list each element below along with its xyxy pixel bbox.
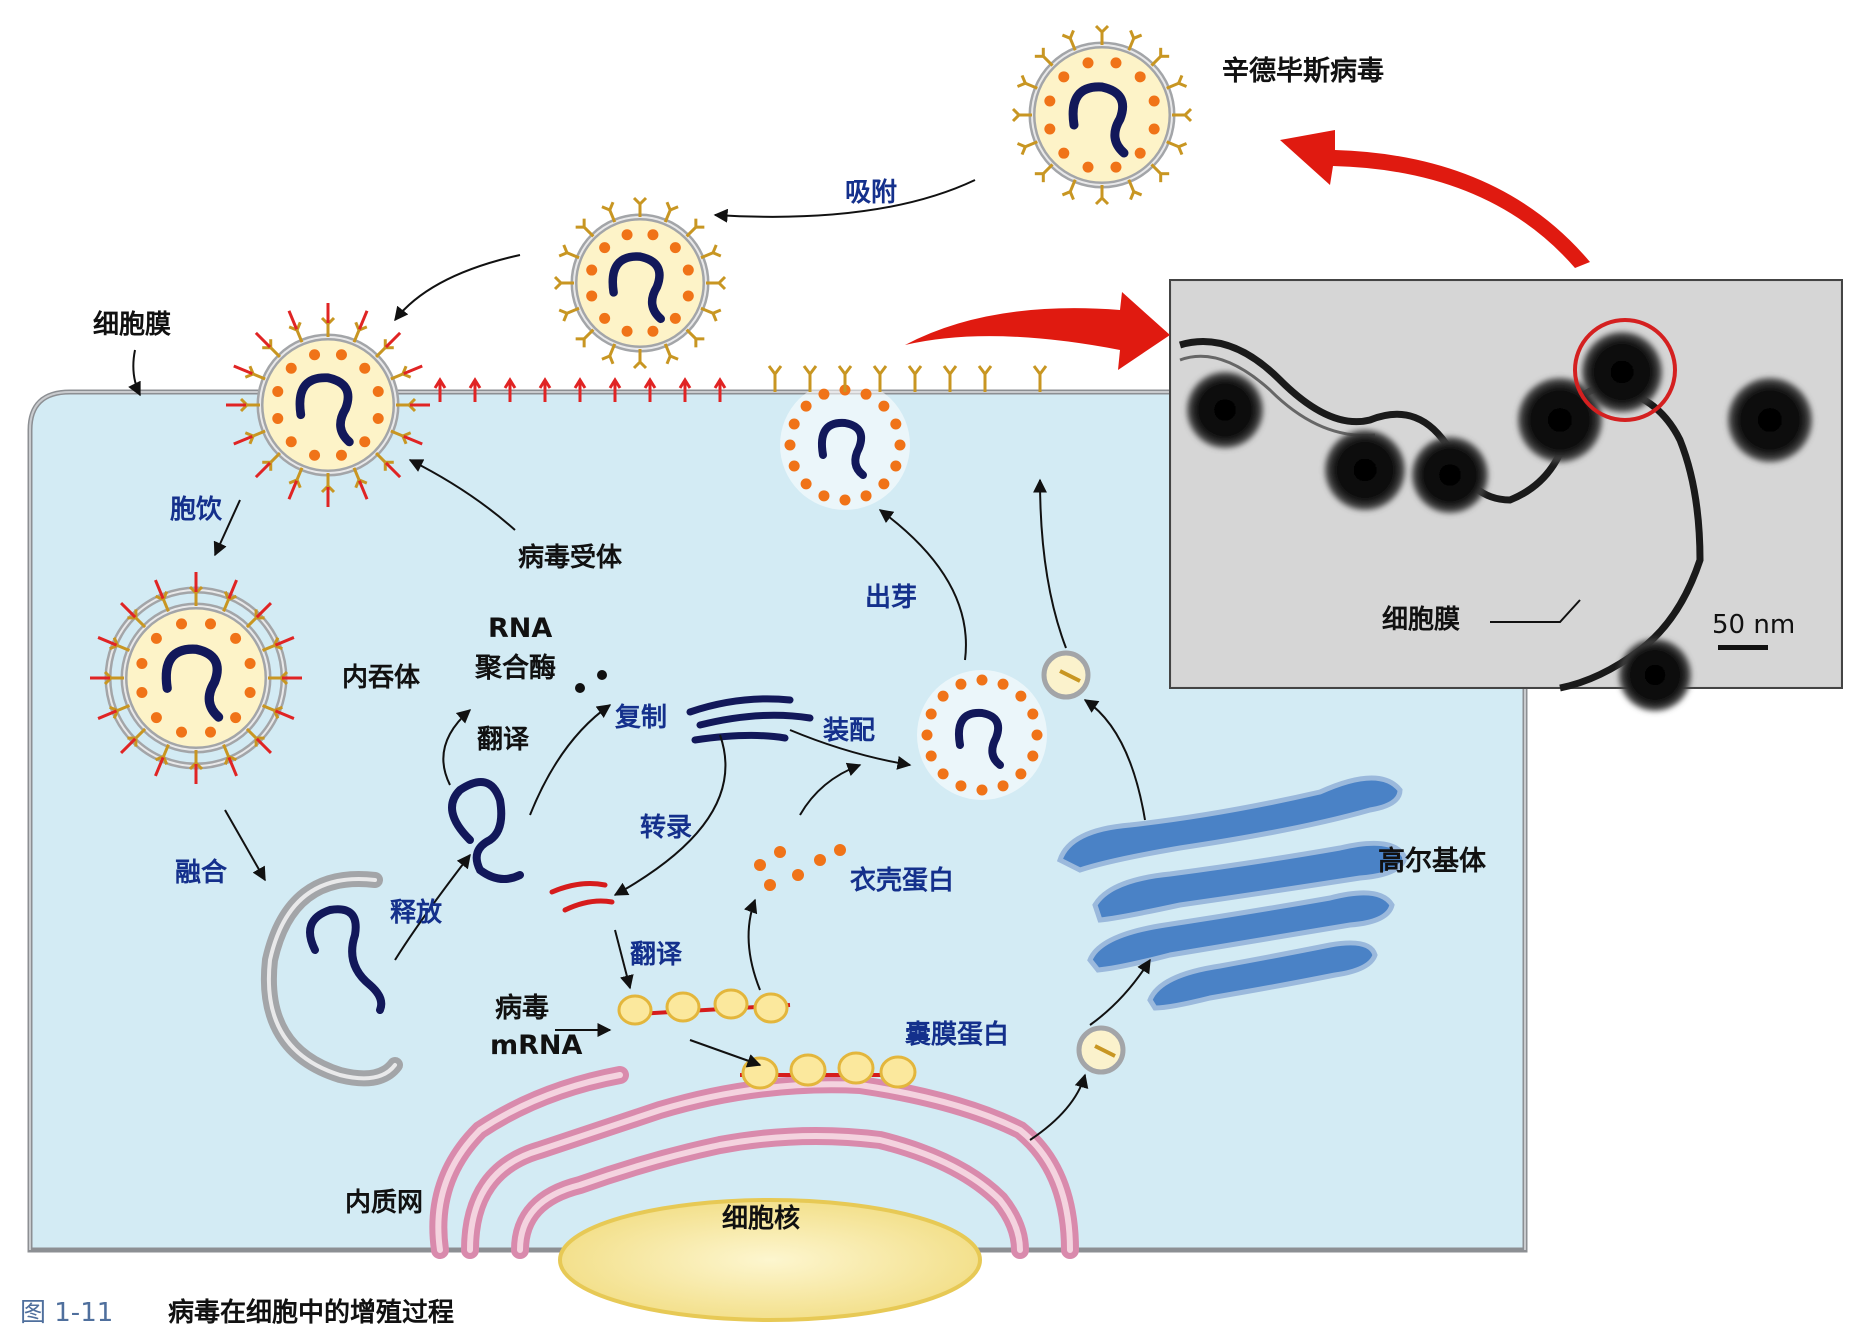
- released-rna: [448, 778, 524, 883]
- label-rna-polymerase-line2: 聚合酶: [475, 653, 556, 684]
- arrow-budding: [878, 509, 967, 661]
- label-em-cell-membrane: 细胞膜: [1382, 605, 1461, 635]
- label-rna-polymerase-line1: RNA: [488, 613, 553, 644]
- budding-virion-icon: [780, 380, 910, 510]
- label-transcription: 转录: [640, 813, 693, 843]
- arrow-assembly: [789, 729, 912, 770]
- label-scale-bar: 50 nm: [1712, 610, 1796, 640]
- electron-micrograph: [1169, 279, 1843, 711]
- virus-entering-cell-icon: [226, 303, 430, 507]
- transport-vesicle-top: [1041, 650, 1091, 700]
- membrane-spikes: [767, 365, 1048, 392]
- figure-number: 图 1-11: [20, 1298, 114, 1328]
- label-viral-mrna-line1: 病毒: [495, 993, 549, 1024]
- figure-caption: 病毒在细胞中的增殖过程: [168, 1298, 455, 1328]
- arrow-attach: [394, 254, 521, 322]
- label-budding: 出芽: [865, 583, 918, 613]
- label-fusion: 融合: [175, 858, 228, 888]
- cell-membrane: [29, 391, 1526, 1250]
- membrane-receptors: [433, 377, 727, 402]
- label-viral-mrna-line2: mRNA: [490, 1030, 583, 1061]
- nucleus: [558, 1198, 982, 1322]
- adsorbing-virus-icon: [553, 196, 727, 370]
- label-capsid-protein: 衣壳蛋白: [850, 866, 955, 896]
- fusion-vesicle: [260, 871, 403, 1087]
- label-er: 内质网: [345, 1188, 424, 1218]
- label-endosome: 内吞体: [342, 663, 421, 693]
- label-cell-membrane: 细胞膜: [93, 310, 172, 340]
- arrow-golgi-to-vesicle: [1083, 699, 1146, 821]
- arrow-to-capsid: [744, 898, 761, 991]
- label-golgi: 高尔基体: [1378, 846, 1486, 877]
- arrow-er-to-vesicle: [1029, 1073, 1089, 1141]
- ribosome-chain-1: [617, 988, 791, 1026]
- capsid-protein-dots: [754, 844, 846, 891]
- arrow-transcription: [613, 734, 727, 896]
- label-release: 释放: [390, 898, 443, 928]
- golgi-apparatus: [1056, 775, 1408, 1011]
- label-replication: 复制: [615, 703, 668, 733]
- scale-bar: [1718, 645, 1768, 650]
- arrow-release: [394, 853, 471, 961]
- arrow-translation-bottom: [614, 929, 634, 990]
- arrow-vesicle-up: [1033, 478, 1067, 649]
- arrow-fusion: [224, 809, 266, 882]
- endosome-virion-icon: [90, 572, 302, 784]
- big-arrow-to-micrograph: [905, 292, 1170, 370]
- replicated-rna-strands: [686, 695, 814, 744]
- highlighted-particle-circle: [1573, 318, 1677, 422]
- label-translation-top: 翻译: [477, 725, 530, 755]
- label-adsorption: 吸附: [845, 178, 898, 208]
- arrow-virus-receptor: [408, 459, 516, 531]
- label-envelope-protein: 囊膜蛋白: [905, 1020, 1010, 1050]
- arrow-translation-top: [442, 709, 472, 786]
- arrow-vesicle-to-golgi: [1089, 958, 1151, 1026]
- assembled-capsid-icon: [917, 670, 1047, 800]
- label-sindbis-virus: 辛德毕斯病毒: [1222, 56, 1384, 87]
- arrow-to-replication: [529, 704, 612, 816]
- label-pinocytosis: 胞饮: [170, 495, 223, 525]
- big-arrow-to-virus: [1280, 130, 1590, 268]
- sindbis-virus-icon: [1011, 24, 1193, 206]
- arrow-pinocytosis: [213, 499, 241, 557]
- arrow-adsorption: [713, 179, 976, 223]
- label-nucleus: 细胞核: [722, 1204, 801, 1234]
- label-assembly: 装配: [823, 716, 876, 746]
- label-translation-bottom: 翻译: [630, 940, 683, 970]
- arrow-ribosome-to-er: [689, 1039, 762, 1068]
- arrow-cell-membrane: [128, 349, 141, 397]
- transport-vesicle-bottom: [1076, 1025, 1126, 1075]
- label-virus-receptor: 病毒受体: [518, 543, 623, 573]
- viral-mrna-strands: [549, 881, 615, 913]
- arrow-capsid-to-assembly: [799, 762, 862, 816]
